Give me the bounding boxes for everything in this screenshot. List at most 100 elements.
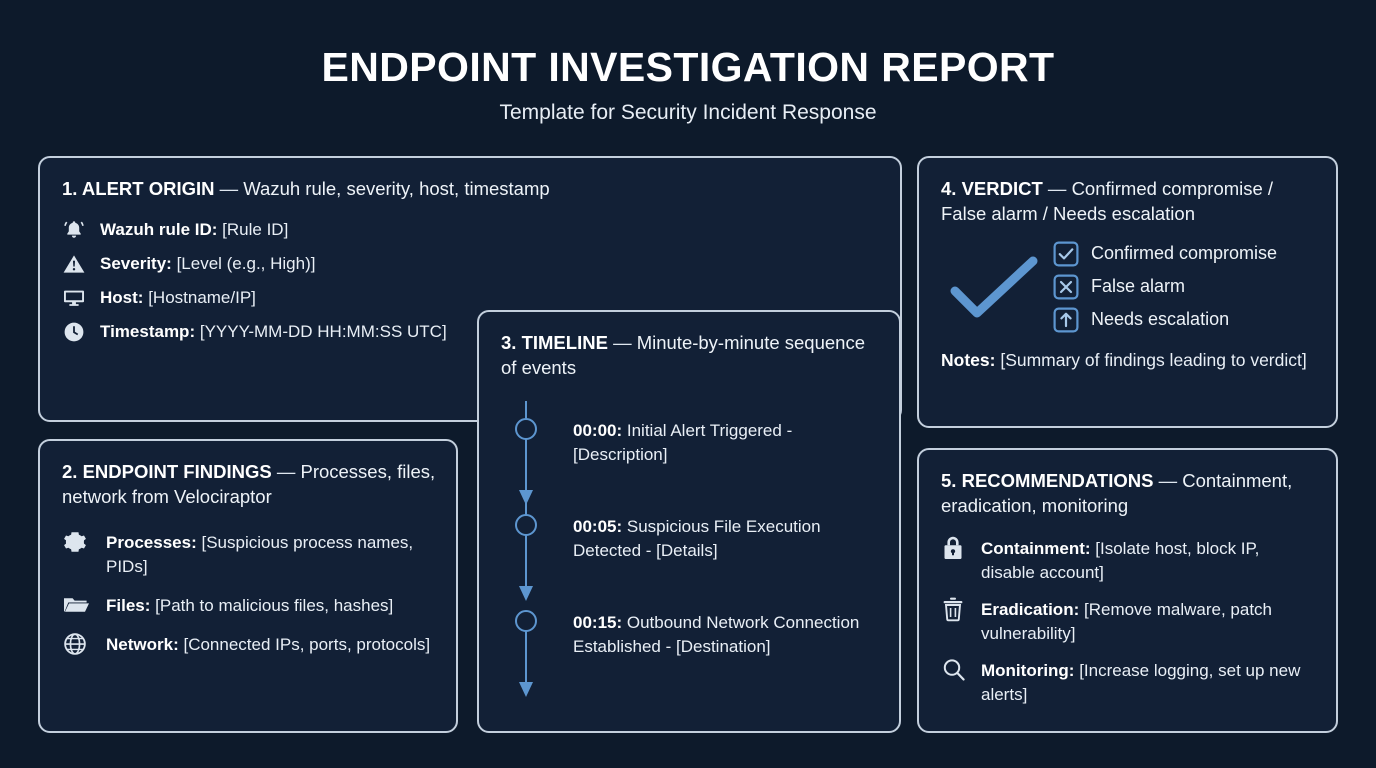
lock-icon — [941, 536, 981, 560]
panel-timeline-heading: 3. TIMELINE — Minute-by-minute sequence … — [501, 330, 879, 381]
gear-icon — [62, 530, 106, 554]
large-checkmark-icon — [941, 237, 1053, 328]
list-item-value: [Rule ID] — [222, 220, 289, 240]
verdict-notes-value: [Summary of findings leading to verdict] — [1000, 349, 1307, 370]
checkbox-uparrow-icon[interactable] — [1053, 307, 1079, 333]
list-item: Host: [Hostname/IP] — [62, 285, 880, 310]
panel-title: ALERT ORIGIN — [81, 178, 215, 199]
list-item-text: Wazuh rule ID: [Rule ID] — [100, 217, 288, 242]
verdict-option-needs-escalation[interactable]: Needs escalation — [1053, 307, 1277, 333]
panel-summary: Minute-by-minute sequence of events — [501, 332, 865, 379]
panel-number: 2. — [62, 461, 78, 482]
em-dash: — — [1047, 178, 1067, 199]
panel-number: 4. — [941, 178, 957, 199]
em-dash: — — [1158, 470, 1178, 491]
recommendations-rows: Containment: [Isolate host, block IP, di… — [941, 536, 1316, 707]
endpoint-findings-rows: Processes: [Suspicious process names, PI… — [62, 530, 436, 657]
panel-number: 1. — [62, 178, 78, 199]
list-item: Wazuh rule ID: [Rule ID] — [62, 217, 880, 242]
timeline-event-desc: Outbound Network Connection Established … — [573, 612, 860, 656]
list-item-text: Severity: [Level (e.g., High)] — [100, 251, 315, 276]
list-item-value: [Level (e.g., High)] — [176, 254, 316, 274]
list-item: Processes: [Suspicious process names, PI… — [62, 530, 436, 579]
panel-endpoint-findings: 2. ENDPOINT FINDINGS — Processes, files,… — [38, 439, 458, 733]
clock-icon — [62, 319, 100, 343]
list-item-label: Monitoring: — [981, 660, 1075, 680]
list-item-label: Severity: — [100, 254, 172, 274]
list-item: Severity: [Level (e.g., High)] — [62, 251, 880, 276]
list-item: Timestamp: [YYYY-MM-DD HH:MM:SS UTC] — [62, 319, 880, 344]
verdict-body: Confirmed compromise False alarm — [941, 237, 1316, 333]
panel-verdict-heading: 4. VERDICT — Confirmed compromise / Fals… — [941, 176, 1316, 227]
list-item-label: Containment: — [981, 538, 1091, 558]
list-item-label: Timestamp: — [100, 322, 196, 342]
list-item-value: [Suspicious process names, PIDs] — [106, 532, 414, 576]
timeline-event-text: 00:00: Initial Alert Triggered - [Descri… — [573, 401, 879, 467]
panel-summary: Confirmed compromise / False alarm / Nee… — [941, 178, 1274, 225]
panel-recommendations-heading: 5. RECOMMENDATIONS — Containment, eradic… — [941, 468, 1316, 519]
em-dash: — — [219, 178, 239, 199]
monitor-icon — [62, 285, 100, 309]
folder-icon — [62, 593, 106, 617]
list-item-text: Files: [Path to malicious files, hashes] — [106, 593, 393, 618]
panel-timeline: 3. TIMELINE — Minute-by-minute sequence … — [477, 310, 901, 733]
page-title: ENDPOINT INVESTIGATION REPORT — [321, 44, 1055, 90]
panel-summary: Processes, files, network from Velocirap… — [62, 461, 436, 508]
list-item: Monitoring: [Increase logging, set up ne… — [941, 658, 1316, 707]
timeline-event-time: 00:05: — [573, 516, 623, 536]
list-item-text: Host: [Hostname/IP] — [100, 285, 256, 310]
list-item-label: Wazuh rule ID: — [100, 220, 218, 240]
panel-number: 5. — [941, 470, 957, 491]
list-item-value: [Increase logging, set up new alerts] — [981, 660, 1301, 704]
report-header: ENDPOINT INVESTIGATION REPORT Template f… — [0, 0, 1376, 125]
list-item-label: Network: — [106, 634, 179, 654]
timeline-event-desc: Suspicious File Execution Detected - [De… — [573, 516, 821, 560]
verdict-notes: Notes: [Summary of findings leading to v… — [941, 348, 1316, 373]
list-item-label: Host: — [100, 288, 144, 308]
em-dash: — — [613, 332, 632, 353]
warning-triangle-icon — [62, 251, 100, 275]
panel-title: ENDPOINT FINDINGS — [82, 461, 272, 482]
timeline-event-text: 00:05: Suspicious File Execution Detecte… — [573, 497, 879, 563]
verdict-option-label: False alarm — [1091, 276, 1186, 297]
list-item-value: [Path to malicious files, hashes] — [155, 595, 394, 615]
verdict-option-confirmed-compromise[interactable]: Confirmed compromise — [1053, 241, 1277, 267]
timeline-event: 00:05: Suspicious File Execution Detecte… — [509, 496, 879, 601]
list-item-value: [Remove malware, patch vulnerability] — [981, 599, 1273, 643]
list-item: Network: [Connected IPs, ports, protocol… — [62, 632, 436, 657]
panel-alert-origin-heading: 1. ALERT ORIGIN — Wazuh rule, severity, … — [62, 176, 880, 201]
panel-title: VERDICT — [961, 178, 1043, 199]
verdict-option-false-alarm[interactable]: False alarm — [1053, 274, 1277, 300]
timeline-event-time: 00:15: — [573, 612, 623, 632]
bell-icon — [62, 217, 100, 241]
panel-number: 3. — [501, 332, 517, 353]
verdict-option-label: Needs escalation — [1091, 309, 1230, 330]
panel-summary: Wazuh rule, severity, host, timestamp — [243, 178, 550, 199]
trash-icon — [941, 597, 981, 622]
timeline-event: 00:15: Outbound Network Connection Estab… — [509, 593, 879, 697]
list-item-text: Network: [Connected IPs, ports, protocol… — [106, 632, 430, 657]
list-item-value: [YYYY-MM-DD HH:MM:SS UTC] — [199, 322, 447, 342]
list-item-value: [Hostname/IP] — [148, 288, 256, 308]
panel-title: TIMELINE — [521, 332, 608, 353]
list-item-text: Eradication: [Remove malware, patch vuln… — [981, 597, 1316, 646]
panel-summary: Containment, eradication, monitoring — [941, 470, 1293, 517]
list-item-label: Files: — [106, 595, 151, 615]
list-item: Files: [Path to malicious files, hashes] — [62, 593, 436, 618]
checkbox-checked-icon[interactable] — [1053, 241, 1079, 267]
timeline-track: 00:00: Initial Alert Triggered - [Descri… — [501, 400, 879, 697]
timeline-event-time: 00:00: — [573, 420, 623, 440]
verdict-choice-list: Confirmed compromise False alarm — [1053, 237, 1277, 333]
timeline-event-text: 00:15: Outbound Network Connection Estab… — [573, 593, 879, 659]
verdict-notes-label: Notes: — [941, 349, 996, 370]
verdict-option-label: Confirmed compromise — [1091, 243, 1278, 264]
checkbox-cross-icon[interactable] — [1053, 274, 1079, 300]
timeline-event-desc: Initial Alert Triggered - [Description] — [573, 420, 793, 464]
list-item-value: [Connected IPs, ports, protocols] — [183, 634, 431, 654]
globe-icon — [62, 632, 106, 656]
timeline-event: 00:00: Initial Alert Triggered - [Descri… — [509, 400, 879, 505]
list-item: Eradication: [Remove malware, patch vuln… — [941, 597, 1316, 646]
panel-verdict: 4. VERDICT — Confirmed compromise / Fals… — [917, 156, 1338, 428]
alert-origin-rows: Wazuh rule ID: [Rule ID] Severity: [Leve… — [62, 217, 880, 344]
